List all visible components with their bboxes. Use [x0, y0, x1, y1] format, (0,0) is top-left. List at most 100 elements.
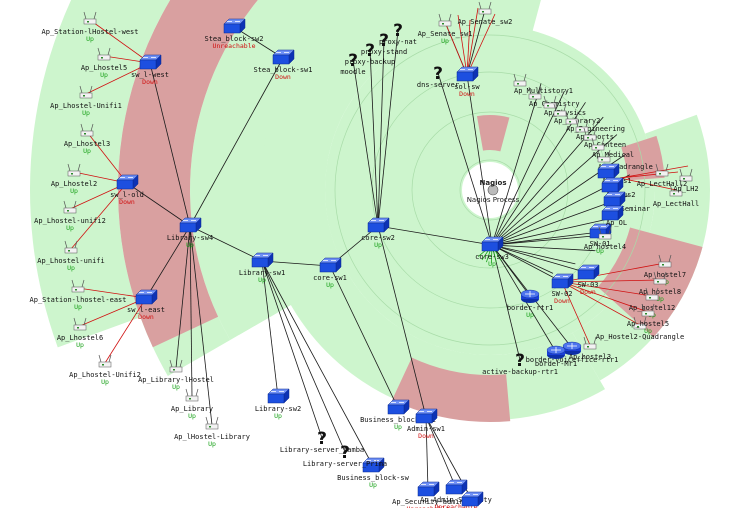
host-node-library-server-samba[interactable]: ?Library-server_samba: [280, 429, 364, 454]
switch-icon: [272, 49, 295, 65]
link-line: [619, 171, 679, 179]
host-node-active-backup-rtr1[interactable]: ?active-backup-rtr1: [482, 351, 558, 376]
access-point-icon: [583, 336, 597, 350]
host-status: Up: [67, 264, 75, 272]
host-node-proxy-stand[interactable]: ?proxy-stand: [361, 31, 407, 56]
question-mark-icon: ?: [515, 351, 525, 371]
host-node-border-voiceffice-rtr1[interactable]: border-voiceffice-rtr1: [526, 341, 619, 364]
host-node-fan[interactable]: Ap_OL: [601, 205, 627, 227]
host-node-dns-server[interactable]: ?dns-server: [417, 64, 459, 89]
access-point-icon: [553, 103, 567, 117]
host-label: Ap_lHostel-Library: [174, 433, 250, 441]
status-zone: [597, 227, 703, 338]
host-label: Library-sw2: [255, 405, 301, 413]
link-line: [619, 165, 689, 179]
host-node-ap-hostel4[interactable]: Ap_hostel4: [584, 226, 626, 251]
host-node-library-server-prima[interactable]: ?Library-server_Prima: [303, 443, 387, 468]
host-node-proxy-backup[interactable]: ?proxy-backup: [345, 41, 396, 66]
status-zone: [476, 115, 510, 152]
link-line: [491, 215, 623, 246]
host-node-ap-security-admin[interactable]: Ap_Security-adminUnreachable: [392, 481, 464, 508]
link-line: [189, 57, 284, 227]
link-line: [466, 13, 496, 76]
host-node-ap-lecthall2[interactable]: Ap_LectHall2: [637, 163, 688, 188]
switch-icon: [179, 217, 202, 233]
host-node-moodle[interactable]: ?moodle: [340, 51, 365, 76]
host-node-ap-lecthall[interactable]: Ap_LectHall: [653, 183, 699, 208]
host-status: Up: [394, 423, 402, 431]
host-node-admin-sw2[interactable]: admin-sw2: [453, 491, 491, 508]
status-zone: [391, 357, 511, 422]
link-line: [261, 260, 346, 453]
host-label: Ap_hostel4: [584, 243, 626, 251]
host-node-ap-lh2[interactable]: Ap_LH2: [673, 168, 699, 193]
link-line: [189, 225, 263, 262]
host-node-ap-hostel3[interactable]: Ap_hostel3: [569, 336, 611, 361]
access-point-icon: [63, 200, 77, 214]
host-node-fan[interactable]: Ap_Canteen: [583, 127, 626, 149]
host-node-proxy-nat[interactable]: ?proxy-nat: [379, 21, 417, 46]
host-node-ap-hostel2-quadrangle[interactable]: Ap_Hostel2-Quadrangle: [596, 316, 685, 341]
link-line: [261, 260, 279, 398]
link-line: [425, 416, 429, 491]
host-node-border-mr1[interactable]: border-Mr1: [535, 345, 577, 368]
host-node-ap-senate-sw2[interactable]: Ap_Senate_sw2: [458, 1, 513, 26]
host-label: Ap_OL: [606, 219, 627, 227]
router-icon: [546, 345, 566, 359]
link-line: [85, 62, 151, 95]
host-status: Up: [83, 147, 91, 155]
host-node-fan[interactable]: Ap_Quadrangle: [597, 149, 653, 171]
link-line: [466, 7, 479, 76]
svg-text:?: ?: [365, 41, 375, 61]
link-line: [491, 244, 595, 252]
link-line: [561, 279, 661, 283]
host-node-fan[interactable]: Ap_Seminar: [603, 191, 650, 213]
host-node-fan[interactable]: Ap_Multistory1: [513, 73, 573, 95]
host-label: active-backup-rtr1: [482, 368, 558, 376]
host-label: Ap_Station-lhostel-east: [30, 296, 127, 304]
host-label: Ap_Lhostel-Unifi2: [69, 371, 141, 379]
link-line: [491, 244, 563, 283]
link-line: [89, 19, 151, 64]
link-line: [377, 225, 427, 418]
access-point-icon: [98, 354, 112, 368]
link-line: [561, 281, 641, 326]
